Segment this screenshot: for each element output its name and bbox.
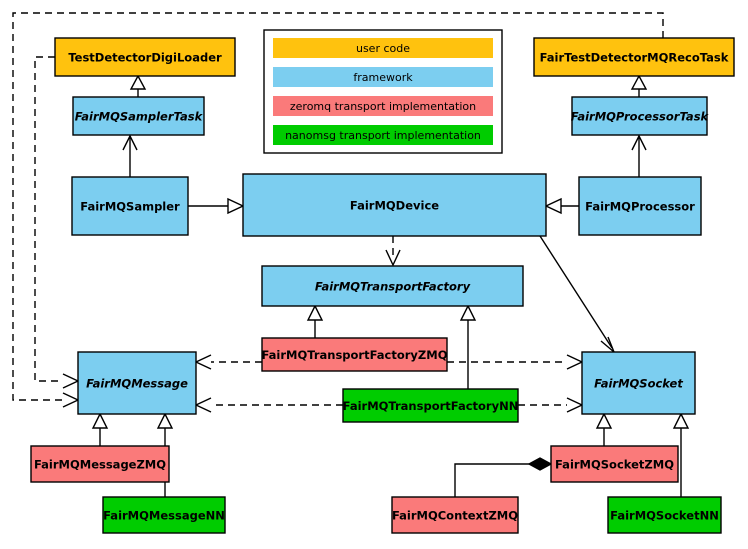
class-label-FairMQTransportFactoryNN: FairMQTransportFactoryNN <box>343 399 519 413</box>
class-label-FairMQTransportFactoryZMQ: FairMQTransportFactoryZMQ <box>261 348 447 362</box>
class-box-FairMQMessageNN[interactable] <box>102 496 226 534</box>
class-box-FairMQTransportFactoryNN[interactable] <box>342 388 519 423</box>
class-node-FairMQSampler[interactable]: FairMQSampler <box>71 176 189 236</box>
legend-label-3: nanomsg transport implementation <box>285 129 481 142</box>
class-label-TestDetectorDigiLoader: TestDetectorDigiLoader <box>68 51 222 65</box>
edge-dependency-factoryzmq-socket <box>447 354 584 370</box>
edge-generalization-socketzmq-socket <box>595 412 613 446</box>
legend-swatch-user_code <box>273 38 493 58</box>
class-node-FairMQProcessor[interactable]: FairMQProcessor <box>578 176 702 236</box>
legend-label-0: user code <box>356 42 410 55</box>
class-label-FairMQSampler: FairMQSampler <box>80 200 180 214</box>
legend-label-1: framework <box>353 71 413 84</box>
class-node-FairMQProcessorTask[interactable]: FairMQProcessorTask <box>571 96 710 136</box>
edge-dependency-factorynn-message <box>194 397 343 413</box>
legend: user code framework zeromq transport imple… <box>263 29 503 154</box>
class-label-FairMQDevice: FairMQDevice <box>350 199 439 213</box>
legend-item-0: user code <box>273 38 493 58</box>
node-layer: TestDetectorDigiLoader FairTestDetectorMQ… <box>30 37 735 534</box>
edge-dependency-factorynn-socket <box>518 397 584 413</box>
class-node-FairMQMessage[interactable]: FairMQMessage <box>77 351 197 415</box>
legend-item-1: framework <box>273 67 493 87</box>
class-node-FairMQSocket[interactable]: FairMQSocket <box>581 351 696 415</box>
legend-swatch-zeromq <box>273 96 493 116</box>
class-label-FairMQSamplerTask: FairMQSamplerTask <box>75 110 204 124</box>
legend-item-2: zeromq transport implementation <box>273 96 493 116</box>
legend-label-2: zeromq transport implementation <box>290 100 476 113</box>
class-label-FairMQProcessor: FairMQProcessor <box>585 200 695 214</box>
class-node-FairMQMessageNN[interactable]: FairMQMessageNN <box>102 496 226 534</box>
class-label-FairTestDetectorMQRecoTask: FairTestDetectorMQRecoTask <box>540 51 729 65</box>
class-box-TestDetectorDigiLoader[interactable] <box>54 37 236 77</box>
class-box-FairMQTransportFactory[interactable] <box>261 265 524 307</box>
class-label-FairMQSocket: FairMQSocket <box>594 377 683 391</box>
class-node-FairMQTransportFactory[interactable]: FairMQTransportFactory <box>261 265 524 307</box>
legend-item-3: nanomsg transport implementation <box>273 125 493 145</box>
class-label-FairMQSocketZMQ: FairMQSocketZMQ <box>555 458 674 472</box>
class-node-FairMQSocketZMQ[interactable]: FairMQSocketZMQ <box>550 445 679 483</box>
class-box-FairMQMessage[interactable] <box>77 351 197 415</box>
class-box-FairMQProcessor[interactable] <box>578 176 702 236</box>
edge-generalization-recotask-processortask <box>630 74 648 97</box>
class-label-FairMQContextZMQ: FairMQContextZMQ <box>392 509 518 523</box>
edge-generalization-socketnn-socket <box>672 412 690 497</box>
class-node-FairMQMessageZMQ[interactable]: FairMQMessageZMQ <box>30 445 170 483</box>
class-label-FairMQSocketNN: FairMQSocketNN <box>610 509 719 523</box>
class-node-FairMQContextZMQ[interactable]: FairMQContextZMQ <box>391 496 519 534</box>
class-node-FairMQTransportFactoryZMQ[interactable]: FairMQTransportFactoryZMQ <box>261 337 448 372</box>
class-box-FairMQDevice[interactable] <box>242 173 547 237</box>
class-label-FairMQTransportFactory: FairMQTransportFactory <box>315 280 471 294</box>
edge-generalization-factorynn-factory <box>459 304 477 389</box>
edge-association-device-socket <box>539 235 615 353</box>
class-box-FairMQSocketZMQ[interactable] <box>550 445 679 483</box>
class-box-FairTestDetectorMQRecoTask[interactable] <box>533 37 735 77</box>
edge-generalization-messagezmq-message <box>91 412 109 446</box>
edge-association-sampler-samplertask <box>122 134 138 177</box>
class-node-FairMQSocketNN[interactable]: FairMQSocketNN <box>607 496 722 534</box>
class-node-FairMQDevice[interactable]: FairMQDevice <box>242 173 547 237</box>
class-box-FairMQMessageZMQ[interactable] <box>30 445 170 483</box>
class-node-FairMQTransportFactoryNN[interactable]: FairMQTransportFactoryNN <box>342 388 519 423</box>
class-node-TestDetectorDigiLoader[interactable]: TestDetectorDigiLoader <box>54 37 236 77</box>
class-node-FairMQSamplerTask[interactable]: FairMQSamplerTask <box>72 96 205 136</box>
legend-items: user code framework zeromq transport imple… <box>273 38 493 145</box>
class-box-FairMQSamplerTask[interactable] <box>72 96 205 136</box>
edge-association-processor-processortask <box>631 134 647 177</box>
class-box-FairMQSocketNN[interactable] <box>607 496 722 534</box>
class-label-FairMQMessageNN: FairMQMessageNN <box>103 509 225 523</box>
class-label-FairMQProcessorTask: FairMQProcessorTask <box>571 110 710 124</box>
class-node-FairTestDetectorMQRecoTask[interactable]: FairTestDetectorMQRecoTask <box>533 37 735 77</box>
edge-dependency-factoryzmq-message <box>194 354 262 370</box>
class-box-FairMQSampler[interactable] <box>71 176 189 236</box>
class-box-FairMQTransportFactoryZMQ[interactable] <box>261 337 448 372</box>
edge-generalization-sampler-device <box>188 197 245 215</box>
class-box-FairMQProcessorTask[interactable] <box>571 96 708 136</box>
edge-generalization-factoryzmq-factory <box>306 304 324 338</box>
legend-swatch-framework <box>273 67 493 87</box>
class-box-FairMQContextZMQ[interactable] <box>391 496 519 534</box>
legend-swatch-nanomsg <box>273 125 493 145</box>
edge-composition-socketzmq-contextzmq <box>454 457 553 497</box>
class-label-FairMQMessage: FairMQMessage <box>86 377 188 391</box>
edge-generalization-processor-device <box>544 197 579 215</box>
edge-dependency-device-transportfactory <box>385 236 401 267</box>
edge-generalization-digiloader-samplertask <box>129 74 147 97</box>
class-label-FairMQMessageZMQ: FairMQMessageZMQ <box>34 458 166 472</box>
class-box-FairMQSocket[interactable] <box>581 351 696 415</box>
